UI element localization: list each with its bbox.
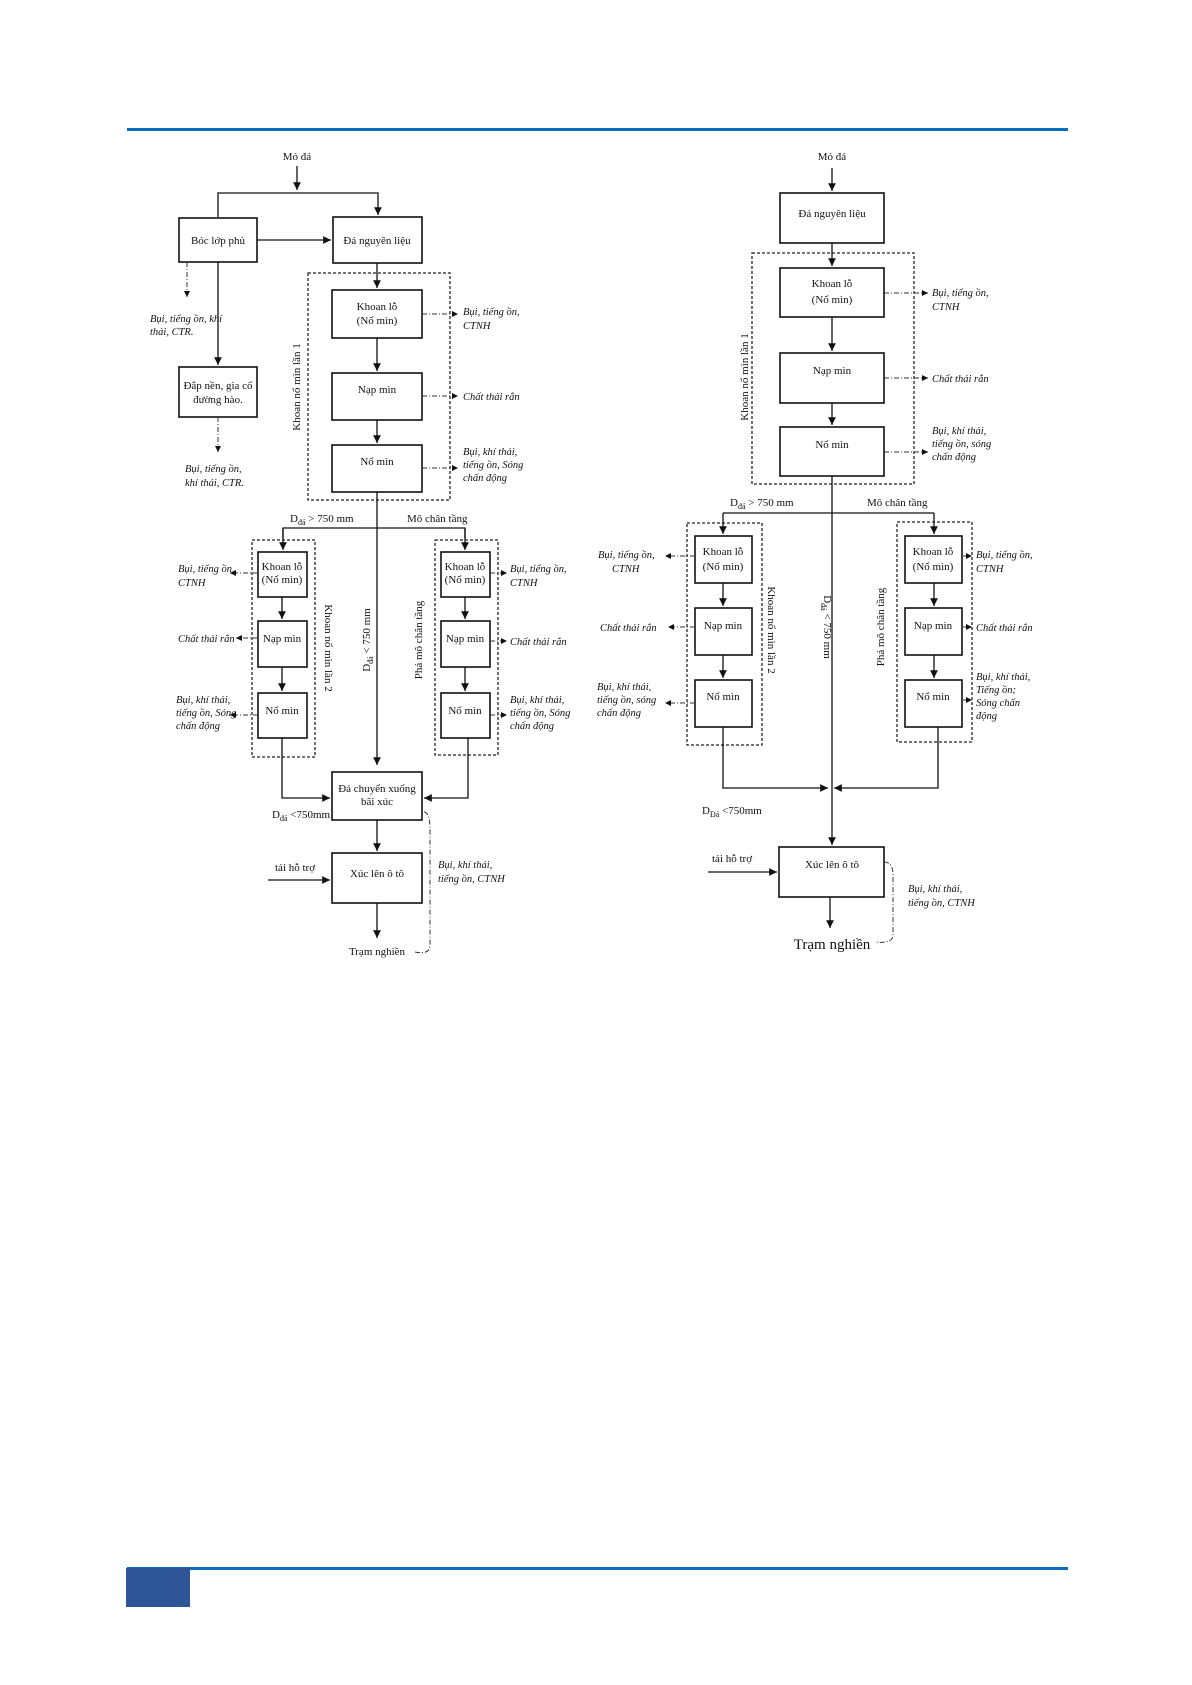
label-d-lt-750: Dđá <750mm <box>272 809 331 823</box>
header-rule <box>127 128 1068 131</box>
node-mo-da: Mỏ đá <box>283 151 312 163</box>
r-node-no-min-3 <box>904 679 963 728</box>
r-node-xuc-len-o-to <box>778 846 885 898</box>
emission-dap-nen: Bụi, tiếng ồn,khí thải, CTR. <box>185 464 244 489</box>
r-label-group-3: Phá mô chân tầng <box>875 587 887 666</box>
r-label-no-min: Nổ mìn <box>815 439 849 451</box>
node-khoan-lo <box>331 289 423 339</box>
node-da-nguyen-lieu <box>332 216 423 264</box>
r-node-khoan-lo-3 <box>904 535 963 584</box>
r-node-nap-min-3 <box>904 607 963 656</box>
label-nap-min: Nạp mìn <box>358 384 397 396</box>
label-no-min-3: Nổ mìn <box>448 705 482 717</box>
r-label-khoan-lo-3: Khoan lỗ(Nổ mìn) <box>913 546 954 573</box>
r-label-nap-min: Nạp mìn <box>813 365 852 377</box>
r-node-no-min-2 <box>694 679 753 728</box>
label-tai-ho-tro: tải hỗ trợ <box>275 862 315 874</box>
r-label-da-nguyen-lieu: Đá nguyên liệu <box>798 208 866 220</box>
node-khoan-lo-3 <box>440 551 491 598</box>
label-khoan-lo: Khoan lỗ(Nổ mìn) <box>357 301 398 327</box>
right-flowchart: Mỏ đá Đá nguyên liệu Khoan nổ mìn lần 1 … <box>597 151 1033 953</box>
label-nap-min-2: Nạp mìn <box>263 633 302 645</box>
r-node-no-min <box>779 426 885 477</box>
label-d-gt-750: Dđá > 750 mm <box>290 513 354 527</box>
label-tram-nghien: Trạm nghiền <box>349 946 406 958</box>
r-group-khoan-no-min-1 <box>751 252 915 485</box>
r-label-nap-min-3: Nạp mìn <box>914 620 953 632</box>
node-nap-min-3 <box>440 620 491 668</box>
r-emission-xuc: Bụi, khí thải,tiếng ồn, CTNH <box>908 884 976 909</box>
r-emission-nap-min-2: Chất thải rắn <box>600 623 657 634</box>
r-node-khoan-lo <box>779 267 885 318</box>
r-emission-khoan-lo-2: Bụi, tiếng ồn,CTNH <box>598 550 655 575</box>
emission-khoan-lo-2: Bụi, tiếng ồn,CTNH <box>178 564 235 589</box>
r-emission-khoan-lo-3: Bụi, tiếng ồn,CTNH <box>976 550 1033 575</box>
label-da-nguyen-lieu: Đá nguyên liệu <box>343 235 411 247</box>
r-label-tram-nghien: Trạm nghiền <box>794 937 871 953</box>
page-number-tab <box>126 1568 190 1607</box>
r-label-nap-min-2: Nạp mìn <box>704 620 743 632</box>
node-nap-min-2 <box>257 620 308 668</box>
left-flowchart: Mỏ đá Bóc lớp phủ Đá nguyên liệu Bụi, ti… <box>150 151 570 958</box>
r-label-khoan-lo: Khoan lỗ(Nổ mìn) <box>812 278 853 306</box>
emission-khoan-lo-3: Bụi, tiếng ồn,CTNH <box>510 564 567 589</box>
r-label-tai-ho-tro: tải hỗ trợ <box>712 853 752 865</box>
r-emission-nap-min-3: Chất thải rắn <box>976 623 1033 634</box>
node-nap-min <box>331 372 423 421</box>
group-khoan-no-min-1 <box>307 272 451 501</box>
group-pha-mo-chan-tang <box>434 539 499 756</box>
label-xuc-len-o-to: Xúc lên ô tô <box>350 868 405 880</box>
label-khoan-lo-3: Khoan lỗ(Nổ mìn) <box>445 561 486 586</box>
emission-xuc: Bụi, khí thải,tiếng ồn, CTNH <box>438 860 506 885</box>
node-khoan-lo-2 <box>257 551 308 598</box>
label-boc-lop-phu: Bóc lớp phủ <box>191 235 246 247</box>
r-label-mo-chan-tang: Mô chân tầng <box>867 497 928 509</box>
r-emission-nap-min: Chất thải rắn <box>932 374 989 385</box>
node-boc-lop-phu <box>178 217 258 263</box>
r-emission-khoan-lo: Bụi, tiếng ồn,CTNH <box>932 288 989 313</box>
r-node-mo-da: Mỏ đá <box>818 151 847 163</box>
node-no-min-3 <box>440 692 491 739</box>
r-label-group-1: Khoan nổ mìn lần 1 <box>739 333 751 420</box>
label-no-min-2: Nổ mìn <box>265 705 299 717</box>
emission-nap-min-3: Chất thải rắn <box>510 637 567 648</box>
label-mo-chan-tang: Mô chân tầng <box>407 513 468 525</box>
r-node-khoan-lo-2 <box>694 535 753 584</box>
label-group-2: Khoan nổ mìn lần 2 <box>322 604 334 691</box>
label-nap-min-3: Nạp mìn <box>446 633 485 645</box>
group-khoan-no-min-2 <box>251 539 316 758</box>
r-label-no-min-2: Nổ mìn <box>706 691 740 703</box>
r-label-group-2: Khoan nổ mìn lần 2 <box>765 586 777 673</box>
r-label-d-gt-750: Dđá > 750 mm <box>730 497 794 511</box>
label-no-min: Nổ mìn <box>360 456 394 468</box>
label-khoan-lo-2: Khoan lỗ(Nổ mìn) <box>262 561 303 586</box>
r-group-khoan-no-min-2 <box>686 522 763 746</box>
r-label-xuc-len-o-to: Xúc lên ô tô <box>805 859 860 871</box>
r-node-nap-min <box>779 352 885 404</box>
node-no-min <box>331 444 423 493</box>
emission-nap-min-2: Chất thải rắn <box>178 634 235 645</box>
r-label-khoan-lo-2: Khoan lỗ(Nổ mìn) <box>703 546 744 573</box>
label-group-1: Khoan nổ mìn lần 1 <box>291 343 303 430</box>
r-label-no-min-3: Nổ mìn <box>916 691 950 703</box>
node-dap-nen <box>178 366 258 418</box>
emission-khoan-lo: Bụi, tiếng ồn,CTNH <box>463 307 520 332</box>
r-label-d-lt-750: DĐá <750mm <box>702 805 762 819</box>
emission-nap-min: Chất thải rắn <box>463 392 520 403</box>
footer-rule <box>127 1567 1068 1570</box>
label-d-lt-750-vertical: Dđá < 750 mm <box>361 608 375 672</box>
r-group-pha-mo-chan-tang <box>896 521 973 743</box>
label-group-3: Phá mô chân tầng <box>413 600 425 679</box>
r-label-d-lt-750-vertical: Dđá < 750 mm <box>819 595 833 659</box>
node-no-min-2 <box>257 692 308 739</box>
